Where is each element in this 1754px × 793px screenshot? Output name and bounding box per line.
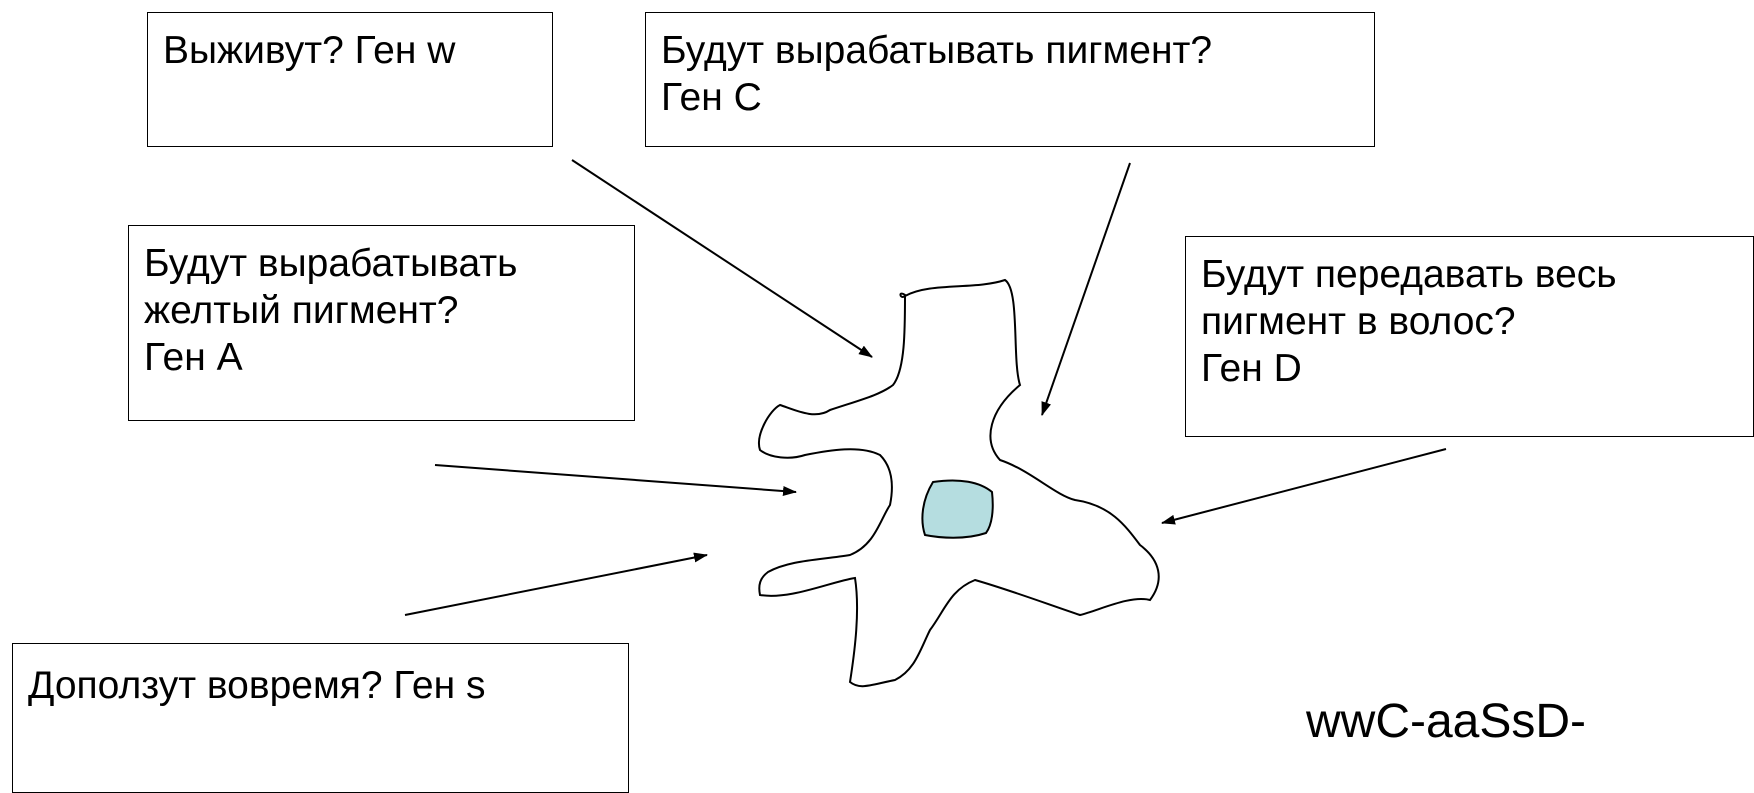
arrow-gene-c: [1041, 162, 1131, 416]
arrow-gene-s: [404, 552, 708, 616]
question-line: Будут вырабатывать пигмент?: [661, 29, 1213, 72]
arrow-gene-d: [1161, 448, 1447, 525]
question-box-gene-c: Будут вырабатывать пигмент? Ген С: [645, 12, 1375, 147]
genotype-formula: wwC-aaSsD-: [1306, 695, 1587, 748]
gene-label: Ген А: [144, 336, 243, 379]
gene-label: Ген D: [1201, 347, 1302, 390]
question-box-gene-s: Доползут вовремя? Ген s: [12, 643, 629, 793]
arrow-gene-a: [434, 464, 797, 497]
question-line: Доползут вовремя? Ген s: [28, 664, 486, 707]
question-box-gene-d: Будут передавать весь пигмент в волос? Г…: [1185, 236, 1754, 437]
question-box-gene-a: Будут вырабатывать желтый пигмент? Ген А: [128, 225, 635, 421]
nucleus: [921, 479, 994, 539]
melanocyte-cell-outline: [758, 278, 1160, 688]
question-line: Будут вырабатывать: [144, 242, 518, 285]
question-line: пигмент в волос?: [1201, 300, 1516, 343]
question-box-gene-w: Выживут? Ген w: [147, 12, 553, 147]
question-line: Будут передавать весь: [1201, 253, 1617, 296]
question-line: желтый пигмент?: [144, 289, 459, 332]
arrow-gene-w: [571, 159, 873, 358]
question-line: Выживут? Ген w: [163, 29, 456, 72]
gene-label: Ген С: [661, 76, 762, 119]
